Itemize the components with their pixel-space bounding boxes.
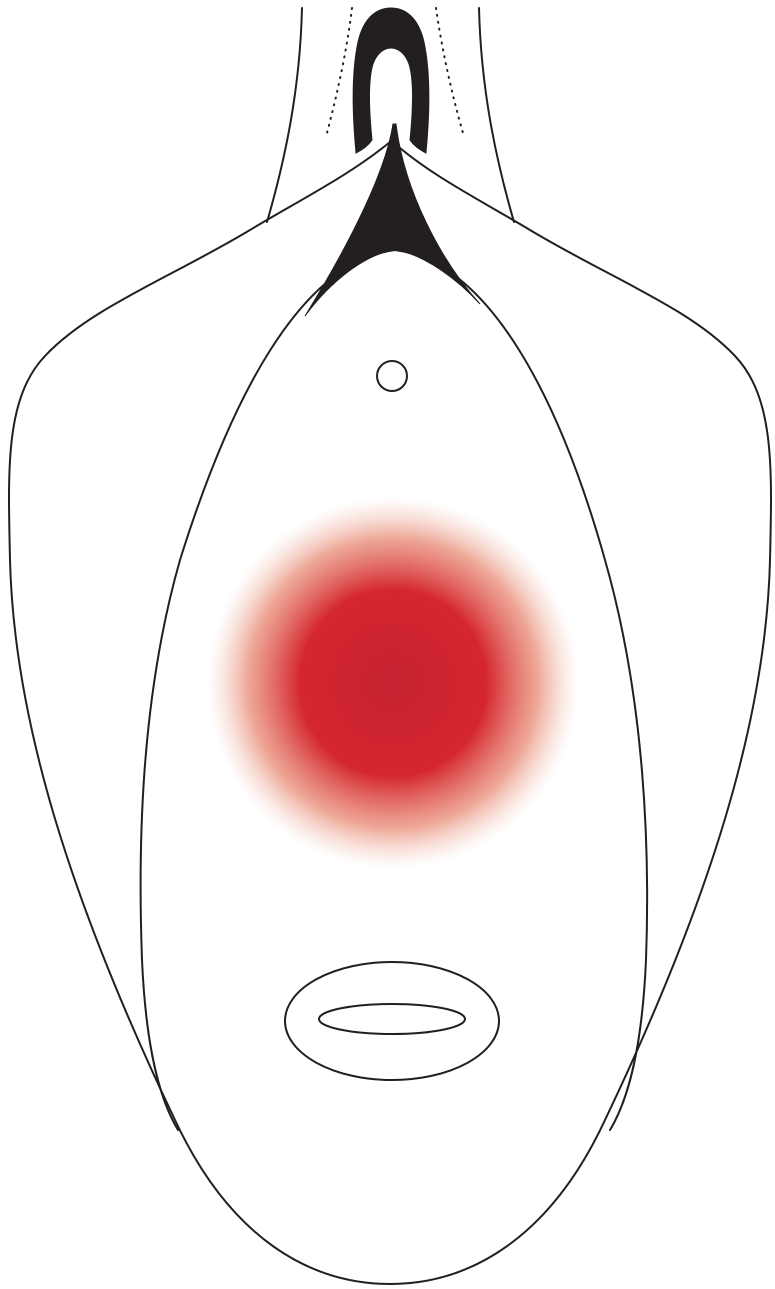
- lower-opening-ellipse: [285, 962, 499, 1080]
- hood-loop: [353, 8, 429, 153]
- right-upper-outline: [479, 8, 514, 222]
- left-upper-outline: [267, 8, 302, 222]
- small-opening-circle: [377, 361, 407, 391]
- lower-opening-slit: [319, 1004, 465, 1034]
- central-wedge: [305, 124, 480, 316]
- right-dotted-guide: [436, 8, 463, 133]
- left-dotted-guide: [327, 8, 352, 133]
- red-highlight-spot: [207, 497, 579, 869]
